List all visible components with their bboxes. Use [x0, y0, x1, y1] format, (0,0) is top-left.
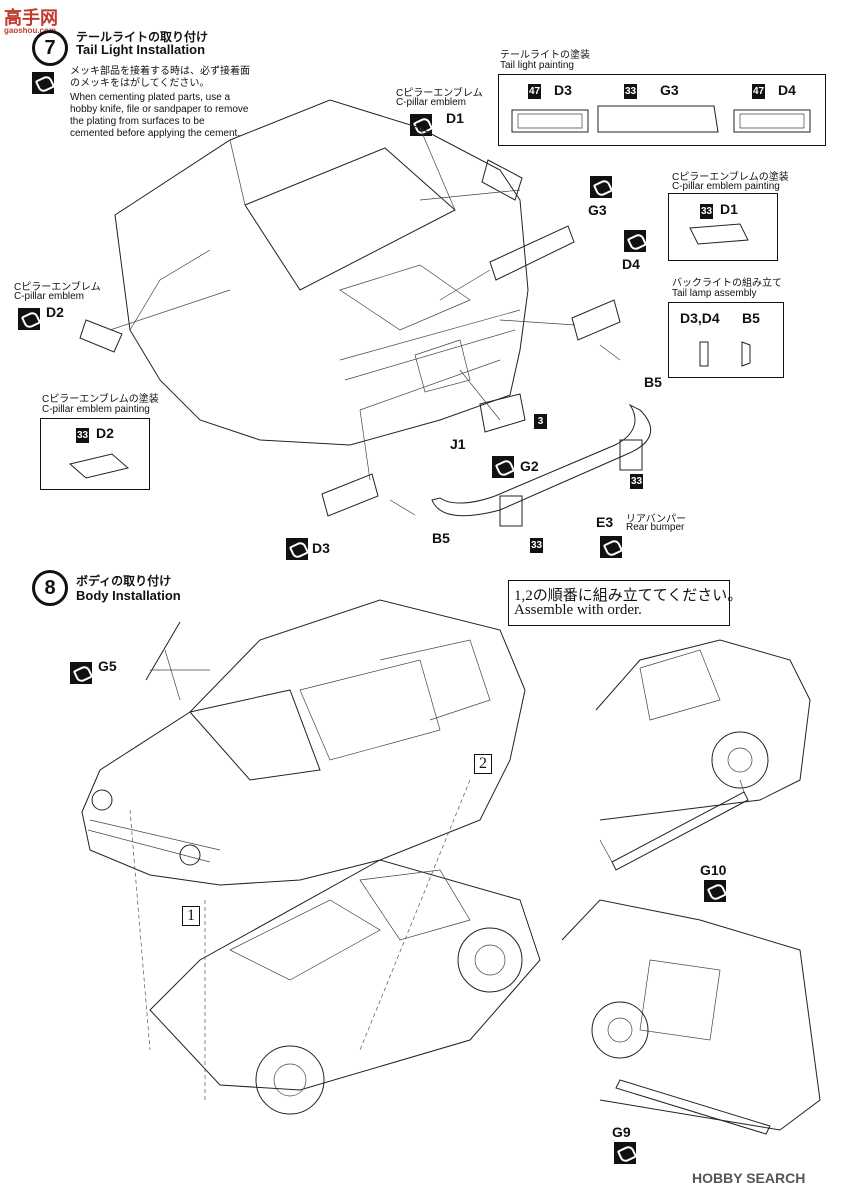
cement-icon-e3: [600, 536, 622, 558]
part-d3d4-assembly: D3,D4: [680, 310, 720, 326]
watermark-hobbysearch: HOBBY SEARCH: [692, 1170, 806, 1186]
step-7-title-en: Tail Light Installation: [76, 42, 206, 57]
assembly-order-box: [508, 580, 730, 626]
part-g2: G2: [520, 458, 539, 474]
part-d4-paint: D4: [778, 82, 796, 98]
tail-paint-title-en: Tail light painting: [500, 60, 574, 71]
paint-code-3-j1: 3: [534, 414, 547, 429]
part-b5-center: B5: [432, 530, 450, 546]
part-b5-right: B5: [644, 374, 662, 390]
tail-lamp-title-en: Tail lamp assembly: [672, 288, 757, 299]
step-8-badge: 8: [32, 570, 68, 606]
cement-icon: [32, 72, 54, 94]
paint-code-47-b: 47: [752, 84, 765, 99]
watermark-url: gaoshou.com: [4, 26, 57, 35]
paint-code-47-a: 47: [528, 84, 541, 99]
c-pillar-paint-left-jp: Cピラーエンブレムの塗装: [42, 394, 159, 405]
tail-lamp-title-jp: バックライトの組み立て: [672, 278, 782, 289]
cement-icon-d2: [18, 308, 40, 330]
step-7-badge: 7: [32, 30, 68, 66]
part-g3-paint: G3: [660, 82, 679, 98]
part-d3: D3: [312, 540, 330, 556]
part-d2-paint: D2: [96, 425, 114, 441]
watermark-logo: 高手网: [4, 8, 58, 28]
c-pillar-left-jp: Cピラーエンブレム: [14, 282, 101, 293]
assembly-order-jp: 1,2の順番に組み立ててください。: [514, 588, 743, 604]
part-g5: G5: [98, 658, 117, 674]
cement-icon-g2: [492, 456, 514, 478]
paint-code-33-bumper-r: 33: [630, 474, 643, 489]
part-e3: E3: [596, 514, 614, 530]
paint-code-33-a: 33: [624, 84, 637, 99]
plating-note-jp: メッキ部品を接着する時は、必ず接着面のメッキをはがしてください。: [70, 66, 250, 89]
part-g10: G10: [700, 862, 727, 878]
cement-icon-g3: [590, 176, 612, 198]
step-7-title-jp: テールライトの取り付け: [76, 30, 209, 44]
part-g3: G3: [588, 202, 607, 218]
rear-bumper-jp: リアバンパー: [626, 514, 687, 525]
c-pillar-top-jp: Cピラーエンブレム: [396, 88, 483, 99]
order-step-1: 1: [182, 906, 200, 926]
rear-bumper-en: Rear bumper: [626, 522, 685, 533]
cement-icon-d4: [624, 230, 646, 252]
step-8-title-jp: ボディの取り付け: [76, 574, 172, 588]
part-j1: J1: [450, 436, 466, 452]
part-d2: D2: [46, 304, 64, 320]
part-d3-paint: D3: [554, 82, 572, 98]
paint-code-33-d2: 33: [76, 428, 89, 443]
cement-icon-g10: [704, 880, 726, 902]
part-d1-paint: D1: [720, 201, 738, 217]
paint-code-33-bumper-l: 33: [530, 538, 543, 553]
step-8-title-en: Body Installation: [76, 588, 181, 603]
part-d1: D1: [446, 110, 464, 126]
c-pillar-left-en: C-pillar emblem: [14, 291, 85, 302]
assembly-order-en: Assemble with order.: [514, 602, 642, 618]
order-step-2: 2: [474, 754, 492, 774]
c-pillar-paint-left-box: [40, 418, 150, 490]
cement-icon-d3: [286, 538, 308, 560]
tail-lamp-box: [668, 302, 784, 378]
part-g9: G9: [612, 1124, 631, 1140]
cement-icon-g5: [70, 662, 92, 684]
c-pillar-top-en: C-pillar emblem: [396, 97, 467, 108]
c-pillar-paint-right-jp: Cピラーエンブレムの塗装: [672, 172, 789, 183]
tail-paint-title-jp: テールライトの塗装: [500, 50, 590, 61]
cement-icon-d1: [410, 114, 432, 136]
c-pillar-paint-right-en: C-pillar emblem painting: [672, 181, 780, 192]
part-b5-assembly: B5: [742, 310, 760, 326]
c-pillar-paint-left-en: C-pillar emblem painting: [42, 404, 150, 415]
plating-note-en: When cementing plated parts, use a hobby…: [70, 92, 249, 139]
part-d4: D4: [622, 256, 640, 272]
c-pillar-paint-right-box: [668, 193, 778, 261]
paint-code-33-d1: 33: [700, 204, 713, 219]
cement-icon-g9: [614, 1142, 636, 1164]
